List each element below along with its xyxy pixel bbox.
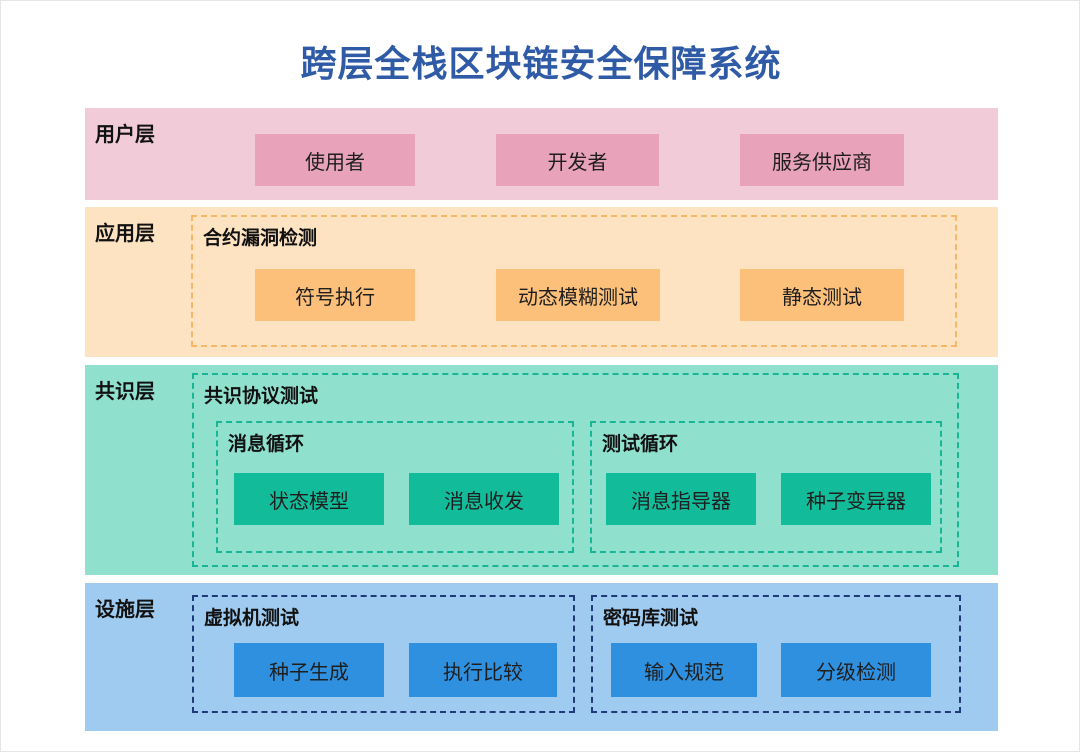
contract-vuln-detection-title: 合约漏洞检测 bbox=[203, 227, 318, 249]
diagram-title: 跨层全栈区块链安全保障系统 bbox=[300, 44, 782, 85]
infrastructure-layer: 设施层 虚拟机测试 种子生成 执行比较 密码库测试 输入规范 分级检测 bbox=[85, 583, 998, 731]
infra-box-execution-compare: 执行比较 bbox=[409, 643, 557, 697]
message-loop-title: 消息循环 bbox=[228, 433, 305, 455]
infrastructure-layer-label: 设施层 bbox=[95, 597, 155, 621]
application-layer: 应用层 合约漏洞检测 符号执行 动态模糊测试 静态测试 bbox=[85, 207, 998, 357]
infra-box-input-spec: 输入规范 bbox=[611, 643, 757, 697]
cons-box-seed-mutator: 种子变异器 bbox=[781, 473, 931, 525]
crypto-library-testing-title: 密码库测试 bbox=[603, 607, 699, 629]
app-box-symbolic-execution: 符号执行 bbox=[255, 269, 415, 321]
cons-box-state-model: 状态模型 bbox=[234, 473, 384, 525]
infra-box-graded-detection: 分级检测 bbox=[781, 643, 931, 697]
contract-vuln-detection-group: 合约漏洞检测 符号执行 动态模糊测试 静态测试 bbox=[191, 215, 957, 347]
test-loop-group: 测试循环 消息指导器 种子变异器 bbox=[590, 421, 942, 553]
user-box-developer: 开发者 bbox=[496, 134, 659, 186]
test-loop-title: 测试循环 bbox=[602, 433, 679, 455]
user-layer: 用户层 使用者 开发者 服务供应商 bbox=[85, 108, 998, 200]
crypto-library-testing-group: 密码库测试 输入规范 分级检测 bbox=[591, 595, 961, 713]
app-box-dynamic-fuzzing: 动态模糊测试 bbox=[496, 269, 660, 321]
cons-box-message-send-receive: 消息收发 bbox=[409, 473, 559, 525]
app-box-static-testing: 静态测试 bbox=[740, 269, 904, 321]
consensus-protocol-test-group: 共识协议测试 消息循环 状态模型 消息收发 测试循环 消息指导器 种子变异器 bbox=[192, 373, 959, 567]
cons-box-message-director: 消息指导器 bbox=[606, 473, 756, 525]
vm-testing-title: 虚拟机测试 bbox=[204, 607, 300, 629]
consensus-layer: 共识层 共识协议测试 消息循环 状态模型 消息收发 测试循环 消息指导器 种子变… bbox=[85, 365, 998, 575]
user-box-service-provider: 服务供应商 bbox=[740, 134, 904, 186]
consensus-protocol-test-title: 共识协议测试 bbox=[204, 385, 319, 407]
message-loop-group: 消息循环 状态模型 消息收发 bbox=[216, 421, 574, 553]
application-layer-label: 应用层 bbox=[95, 221, 155, 245]
user-box-user: 使用者 bbox=[255, 134, 415, 186]
infra-box-seed-generation: 种子生成 bbox=[234, 643, 384, 697]
vm-testing-group: 虚拟机测试 种子生成 执行比较 bbox=[192, 595, 575, 713]
user-layer-label: 用户层 bbox=[95, 122, 155, 146]
consensus-layer-label: 共识层 bbox=[95, 379, 155, 403]
